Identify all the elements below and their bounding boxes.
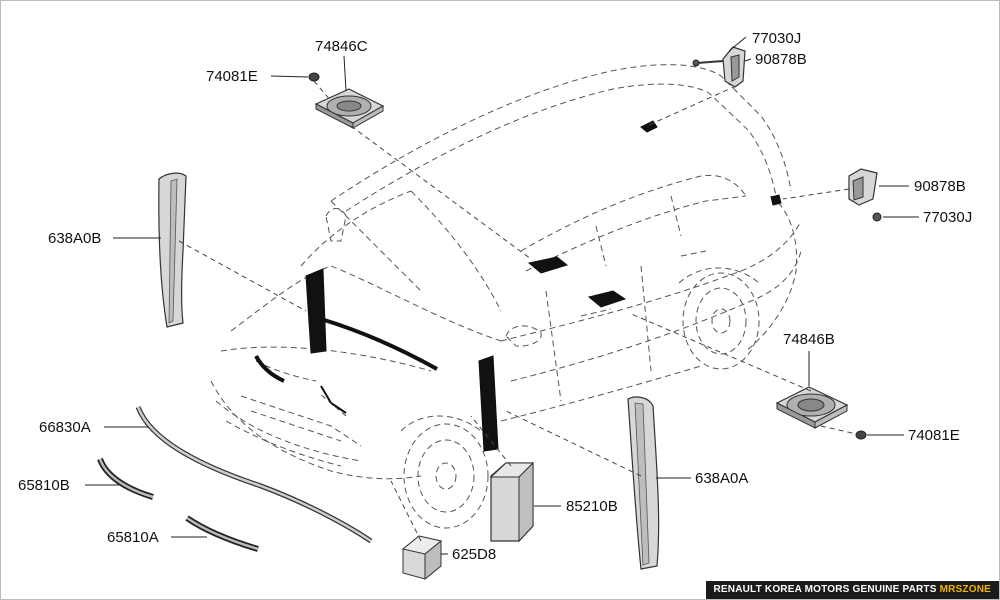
speaker-cover-top [314,88,385,129]
clip-74081E-top [308,72,320,82]
door-pad [587,290,627,308]
label-90878B-top: 90878B [755,51,807,68]
footer-text: RENAULT KOREA MOTORS GENUINE PARTS [713,584,937,595]
a-pillar-tape-left [305,268,327,354]
label-65810A: 65810A [107,529,159,546]
label-90878B-right: 90878B [914,178,966,195]
label-74846C: 74846C [315,38,368,55]
label-74846B: 74846B [783,331,835,348]
body-tapes [254,120,782,452]
moulding-65810B [97,457,154,500]
bracket-right [848,168,882,222]
hood-tape [254,355,285,383]
moulding-65810A [185,515,259,552]
label-77030J-top: 77030J [752,30,801,47]
footer-brand: MRSZONE [939,584,991,595]
a-pillar-tape-right [478,355,499,452]
pad-85210B [489,461,535,543]
moulding-66830A [135,406,373,544]
part-labels: 74846C 74081E 77030J 90878B 90878B 77030… [18,30,972,563]
windshield-moulding-tape [320,317,438,371]
label-66830A: 66830A [39,419,91,436]
label-74081E-right: 74081E [908,427,960,444]
pad-625D8 [401,535,443,581]
label-638A0B: 638A0B [48,230,101,247]
assembly-lines [178,80,862,542]
leader-lines [85,36,919,555]
speaker-cover-right [775,386,849,429]
label-65810B: 65810B [18,477,70,494]
bracket-top-right [692,46,746,88]
pillar-cover-638A0A [627,396,660,570]
vehicle-outline [210,64,802,529]
rear-clip [770,194,782,206]
pillar-cover-638A0B [158,172,187,328]
roof-pad [527,256,569,274]
label-625D8: 625D8 [452,546,496,563]
label-74081E-top: 74081E [206,68,258,85]
watermark-footer: RENAULT KOREA MOTORS GENUINE PARTS MRSZO… [705,581,999,599]
label-85210B: 85210B [566,498,618,515]
roof-clip [640,120,658,133]
label-638A0A: 638A0A [695,470,748,487]
label-77030J-right: 77030J [923,209,972,226]
